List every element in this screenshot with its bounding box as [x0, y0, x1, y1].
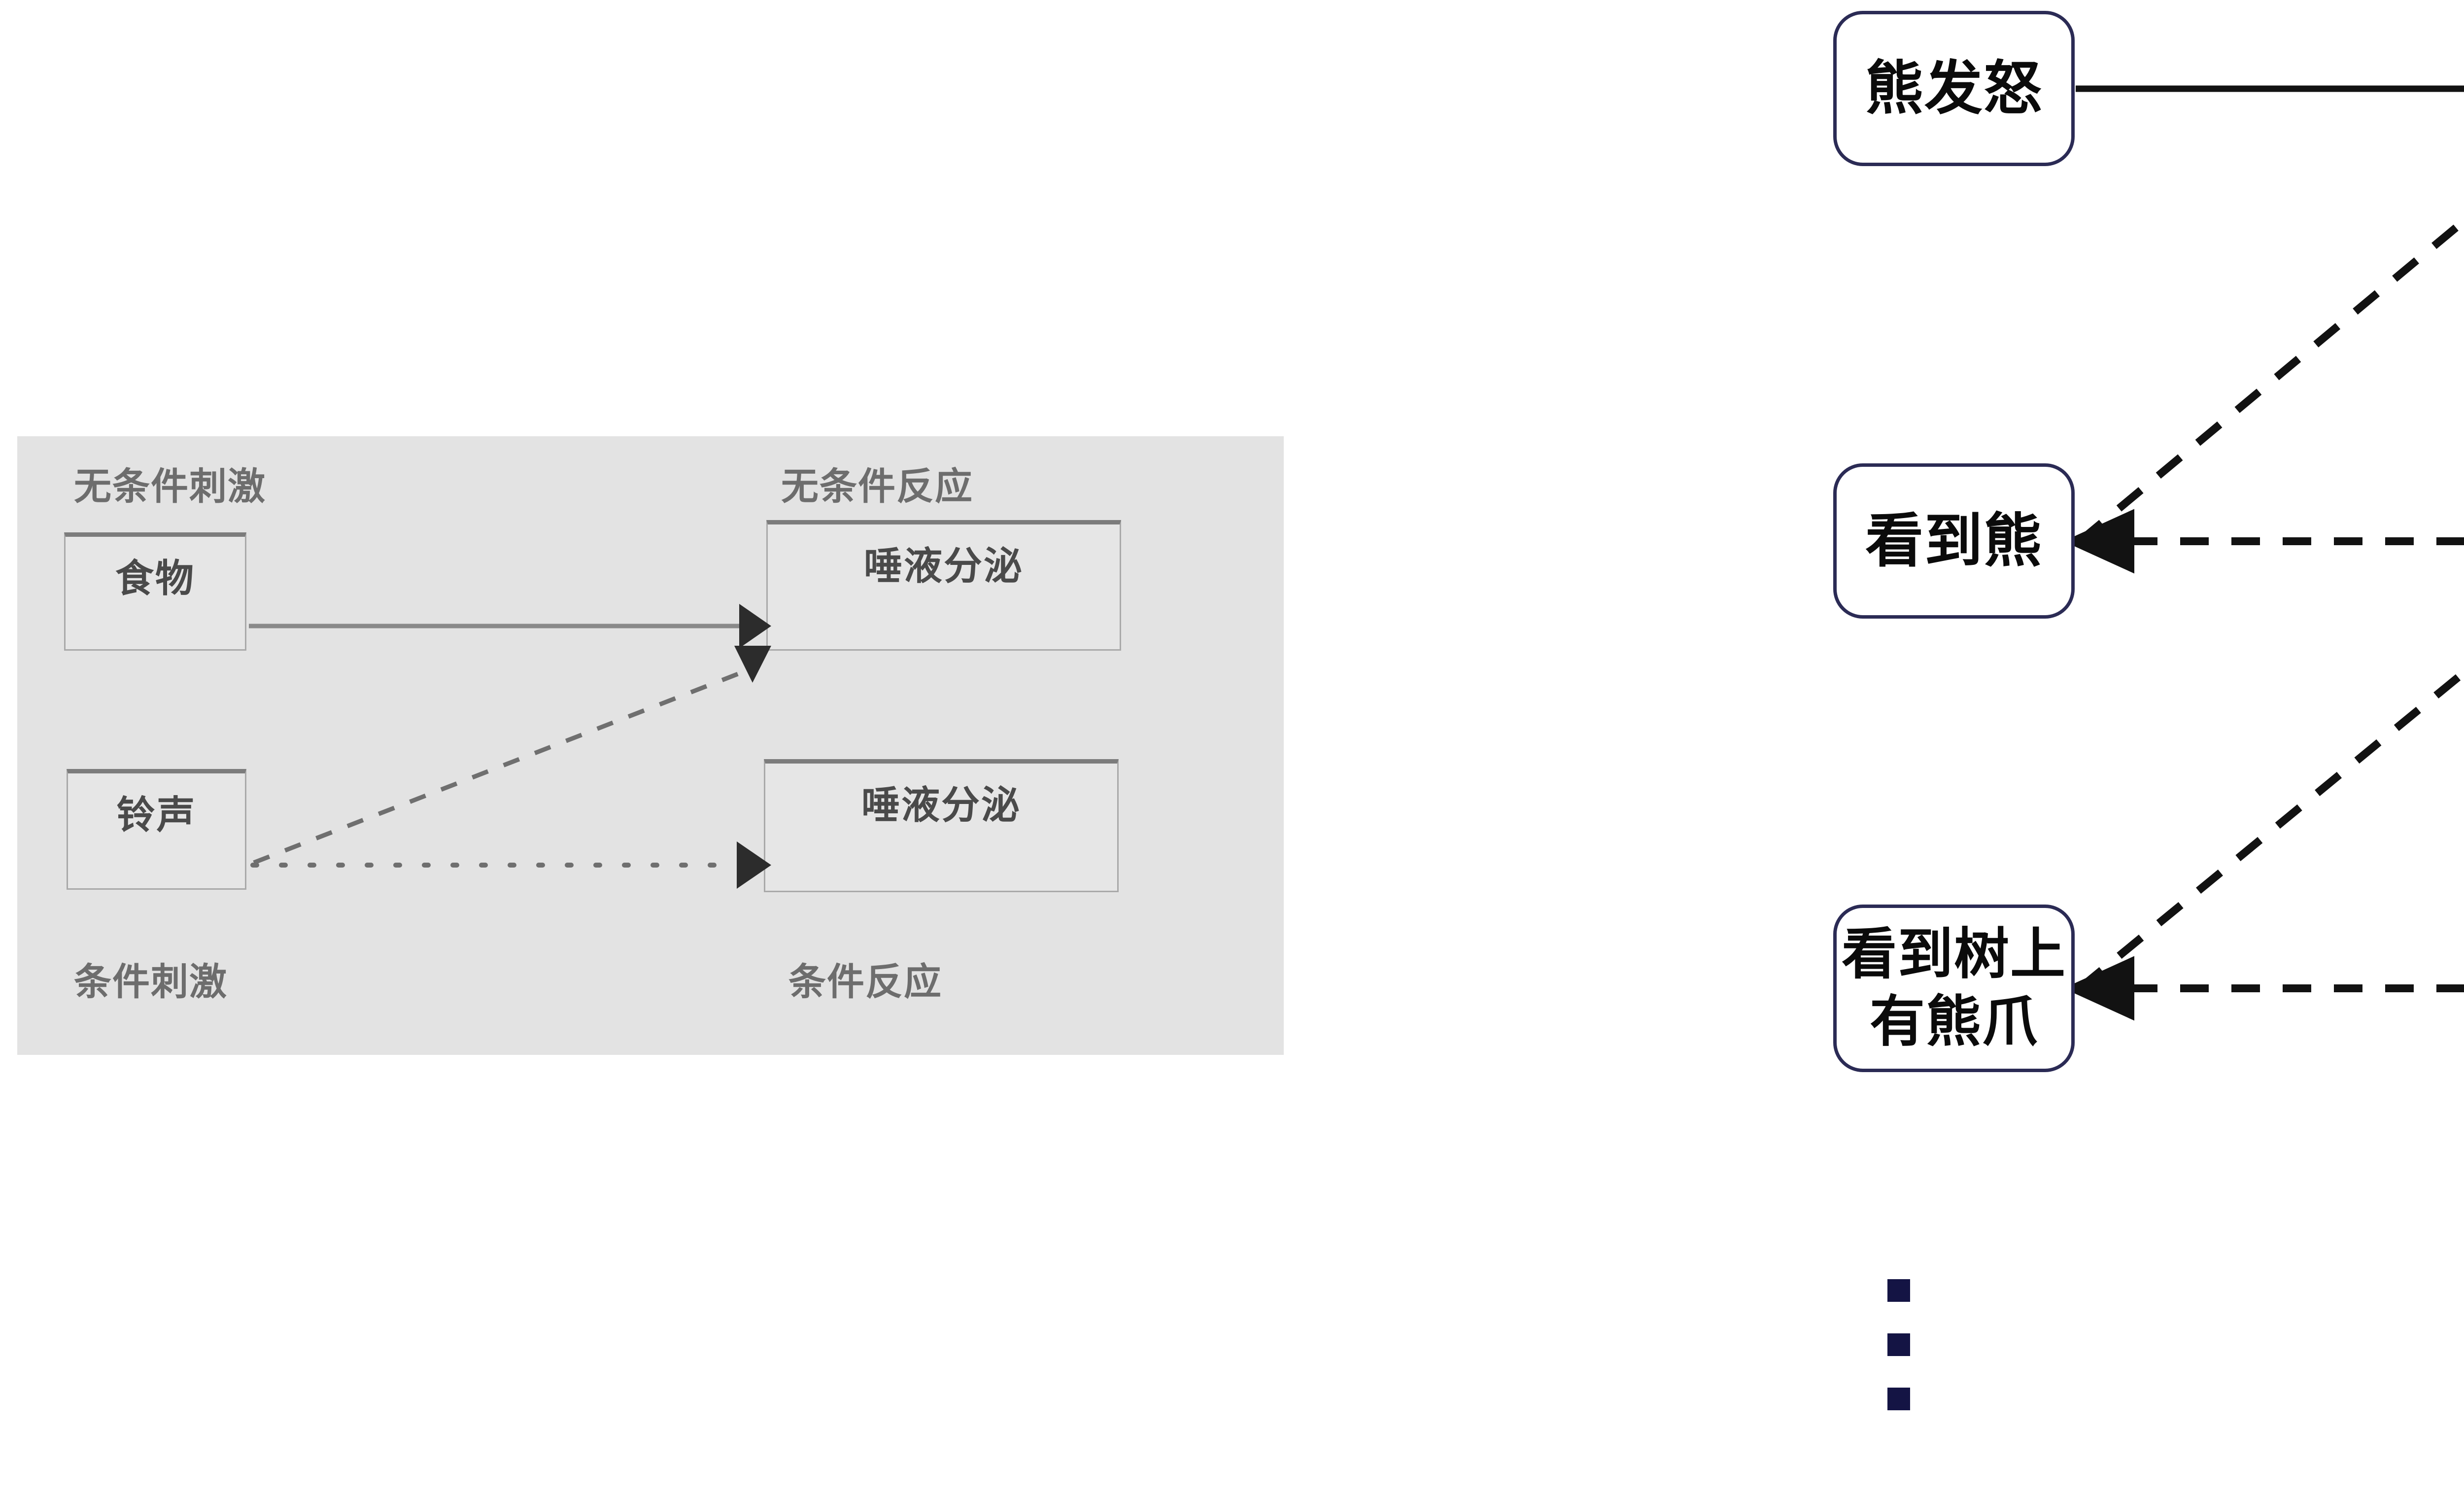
label-unconditioned-response: 无条件反应 [781, 464, 973, 508]
cc-arrow-food-to-salivation [249, 604, 771, 648]
label-conditioned-stimulus: 条件刺激 [74, 960, 228, 1004]
rl-box-bear-angry: 熊发怒 [1833, 11, 2075, 166]
rl-box-see-claw-label-line1: 看到树上 [1842, 922, 2066, 987]
cc-box-food-label: 食物 [115, 557, 195, 601]
rl-box-see-claw: 看到树上 有熊爪 [1833, 905, 2075, 1072]
label-conditioned-response: 条件反应 [788, 960, 942, 1004]
rl-box-see-bear-label: 看到熊 [1865, 506, 2043, 575]
classical-conditioning-panel: 无条件刺激 无条件反应 条件刺激 条件反应 食物 铃声 唾液分泌 唾液分泌 [17, 436, 1284, 1055]
rl-box-bear-angry-label: 熊发怒 [1865, 54, 2043, 122]
rl-box-see-claw-label-line2: 有熊爪 [1870, 990, 2038, 1054]
cc-box-bell: 铃声 [67, 769, 246, 890]
rl-box-see-claw-label-group: 看到树上 有熊爪 [1842, 921, 2066, 1055]
dot-square [1887, 1388, 1910, 1410]
cc-box-salivation-conditioned: 唾液分泌 [764, 759, 1119, 892]
rl-value-propagation-diagram: 熊发怒 看到熊 看到树上 有熊爪 奖励 V(s′) V(s) [1488, 0, 2464, 1499]
cc-box-food: 食物 [64, 532, 246, 651]
rl-arrow-see-claw-to-value-next-state [2077, 667, 2464, 992]
cc-box-salivation-unconditioned: 唾液分泌 [766, 520, 1121, 651]
cc-box-bell-label: 铃声 [116, 793, 197, 837]
rl-box-see-bear: 看到熊 [1833, 463, 2075, 619]
dot-square [1887, 1279, 1910, 1302]
cc-box-salivation-conditioned-label: 唾液分泌 [861, 783, 1021, 828]
cc-arrow-bell-to-salivation-unconditioned [253, 646, 771, 865]
cc-arrows-layer [249, 604, 771, 889]
rl-arrows-layer [2063, 85, 2464, 1021]
rl-arrow-see-bear-to-reward [2077, 215, 2464, 545]
label-unconditioned-stimulus: 无条件刺激 [74, 464, 266, 508]
cc-arrow-bell-to-salivation-conditioned [250, 841, 771, 889]
cc-box-salivation-unconditioned-label: 唾液分泌 [863, 544, 1024, 589]
dot-square [1887, 1333, 1910, 1356]
